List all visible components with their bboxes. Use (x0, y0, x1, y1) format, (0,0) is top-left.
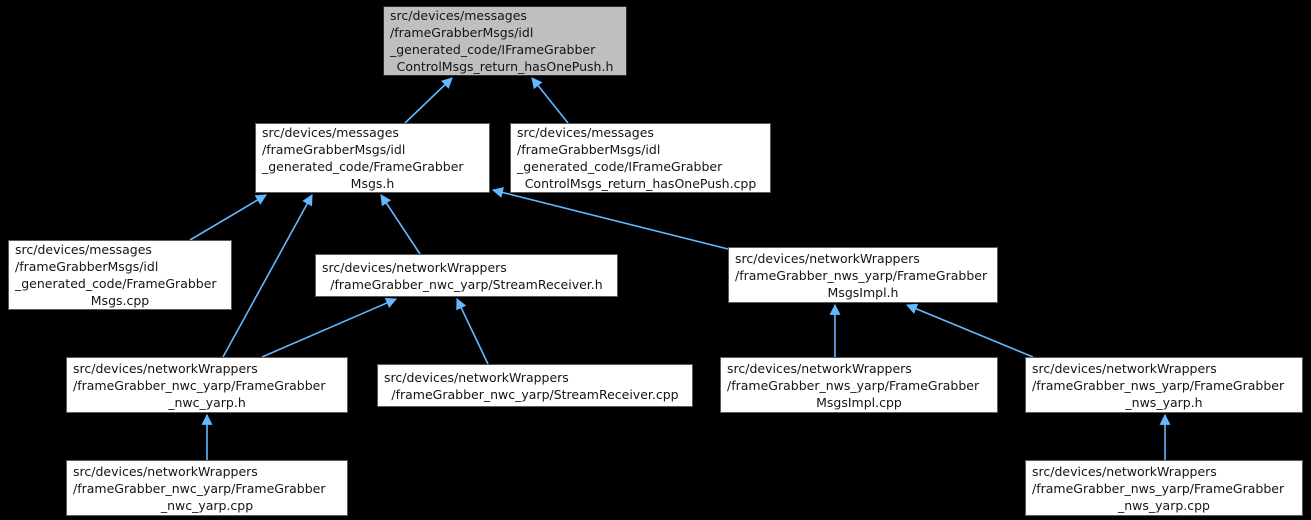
node-label-line: Msgs.cpp (90, 293, 150, 308)
node-label-line: _nwc_yarp.cpp (160, 497, 254, 513)
edge-FrameGrabberMsgs.cpp-includes-FrameGrabberMsgs.h (189, 194, 267, 241)
node-label-line: /frameGrabberMsgs/idl (390, 25, 534, 40)
node-label-line: /frameGrabberMsgs/idl (15, 259, 159, 274)
graph-node-framegrabber-nwc-yarp-h[interactable]: src/devices/networkWrappers/frameGrabber… (66, 357, 348, 413)
graph-node-framegrabbermsgs-cpp[interactable]: src/devices/messages/frameGrabberMsgs/id… (8, 240, 232, 310)
node-label-line: _nwc_yarp.h (168, 394, 246, 410)
node-label-line: _generated_code/IFrameGrabber (517, 159, 723, 174)
edge-StreamReceiver.h-includes-FrameGrabberMsgs.h (380, 194, 421, 255)
node-label-line: /frameGrabber_nws_yarp/FrameGrabber (1032, 377, 1285, 393)
node-label-line: /frameGrabber_nws_yarp/FrameGrabber (727, 377, 980, 393)
graph-node-framegrabbermsgsimpl-cpp[interactable]: src/devices/networkWrappers/frameGrabber… (720, 357, 998, 413)
node-label-line: src/devices/networkWrappers (73, 463, 258, 479)
graph-node-framegrabber-nws-yarp-h[interactable]: src/devices/networkWrappers/frameGrabber… (1025, 357, 1303, 413)
edge-FrameGrabber_nwc_yarp.h-includes-StreamReceiver.h (261, 297, 398, 358)
node-label-line: /frameGrabber_nwc_yarp/StreamReceiver.cp… (391, 386, 679, 402)
node-label-line: src/devices/messages (15, 242, 152, 257)
node-label-line: src/devices/networkWrappers (1032, 360, 1217, 376)
graph-node-iframegrabbercontrolmsgs-return-hasonepush-h[interactable]: src/devices/messages/frameGrabberMsgs/id… (383, 6, 627, 76)
node-label-line: src/devices/networkWrappers (322, 259, 507, 275)
node-label-line: /frameGrabber_nwc_yarp/FrameGrabber (73, 377, 326, 393)
graph-node-streamreceiver-h[interactable]: src/devices/networkWrappers/frameGrabber… (315, 254, 618, 297)
graph-node-framegrabbermsgsimpl-h[interactable]: src/devices/networkWrappers/frameGrabber… (728, 247, 998, 303)
node-label-line: src/devices/messages (390, 8, 527, 23)
edge-FrameGrabberMsgs.h-includes-IFrameGrabberControlMsgs_return_hasOnePush.h (404, 77, 453, 124)
node-label-line: src/devices/networkWrappers (1032, 463, 1217, 479)
edge-StreamReceiver.cpp-includes-StreamReceiver.h (456, 298, 489, 365)
graph-node-framegrabber-nws-yarp-cpp[interactable]: src/devices/networkWrappers/frameGrabber… (1025, 460, 1303, 516)
edge-IFrameGrabberControlMsgs_return_hasOnePush.cpp-includes-IFrameGrabberControlMsgs_return_hasOnePush.h (531, 77, 569, 124)
edge-FrameGrabber_nwc_yarp.h-includes-FrameGrabberMsgs.h (222, 194, 313, 358)
graph-node-streamreceiver-cpp[interactable]: src/devices/networkWrappers/frameGrabber… (377, 364, 693, 407)
node-label-line: _nws_yarp.h (1125, 394, 1203, 410)
node-label-line: ControlMsgs_return_hasOnePush.cpp (524, 176, 757, 191)
node-label-line: src/devices/networkWrappers (73, 360, 258, 376)
edge-FrameGrabberMsgsImpl.h-includes-FrameGrabberMsgs.h (491, 187, 729, 250)
node-label-line: _generated_code/FrameGrabber (15, 276, 217, 291)
node-label-line: MsgsImpl.h (827, 284, 899, 300)
edge-FrameGrabber_nws_yarp.h-includes-FrameGrabberMsgsImpl.h (905, 303, 1034, 358)
node-label-line: Msgs.h (350, 176, 395, 191)
node-label-line: _generated_code/IFrameGrabber (390, 42, 596, 57)
node-label-line: _nws_yarp.cpp (1117, 497, 1210, 513)
node-label-line: /frameGrabber_nwc_yarp/StreamReceiver.h (330, 276, 603, 292)
graph-node-iframegrabbercontrolmsgs-return-hasonepush-cpp[interactable]: src/devices/messages/frameGrabberMsgs/id… (510, 123, 771, 193)
node-label-line: ControlMsgs_return_hasOnePush.h (396, 59, 614, 74)
node-label-line: /frameGrabber_nwc_yarp/FrameGrabber (73, 480, 326, 496)
node-label-line: /frameGrabberMsgs/idl (262, 142, 406, 157)
node-label-line: /frameGrabberMsgs/idl (517, 142, 661, 157)
graph-node-framegrabber-nwc-yarp-cpp[interactable]: src/devices/networkWrappers/frameGrabber… (66, 460, 348, 516)
node-label-line: MsgsImpl.cpp (816, 394, 902, 410)
node-label-line: /frameGrabber_nws_yarp/FrameGrabber (1032, 480, 1285, 496)
node-label-line: src/devices/networkWrappers (727, 360, 912, 376)
node-label-line: src/devices/messages (517, 125, 654, 140)
node-label-line: src/devices/networkWrappers (735, 250, 920, 266)
node-label-line: src/devices/messages (262, 125, 399, 140)
node-label-line: /frameGrabber_nws_yarp/FrameGrabber (735, 267, 988, 283)
node-label-line: src/devices/networkWrappers (384, 369, 569, 385)
graph-node-framegrabbermsgs-h[interactable]: src/devices/messages/frameGrabberMsgs/id… (255, 123, 490, 193)
node-label-line: _generated_code/FrameGrabber (262, 159, 464, 174)
